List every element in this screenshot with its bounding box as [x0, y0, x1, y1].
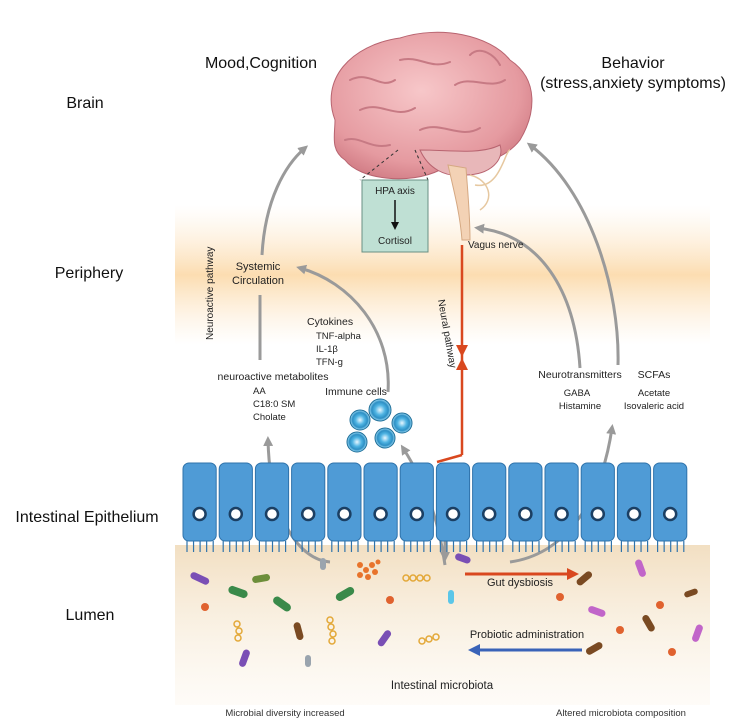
- epithelial-cell: [653, 462, 688, 542]
- cell-nucleus: [626, 506, 642, 522]
- cell-nucleus: [337, 506, 352, 522]
- epithelial-cell: [544, 462, 579, 542]
- epithelial-cell: [472, 462, 507, 542]
- lumen-band: [175, 545, 710, 705]
- row-label-lumen: Lumen: [66, 607, 115, 624]
- behavior-detail-label: (stress,anxiety symptoms): [540, 75, 726, 92]
- row-label-periphery: Periphery: [55, 265, 123, 282]
- scfas-title: SCFAs: [638, 369, 671, 381]
- behavior-label: Behavior: [601, 55, 665, 72]
- scfa-item: Isovaleric acid: [624, 401, 684, 412]
- cytokine-item: IL-1β: [316, 344, 338, 355]
- epithelial-cell: [218, 462, 253, 542]
- neural-pathway-line: [436, 245, 468, 464]
- cell-nucleus: [481, 506, 497, 522]
- cell-nucleus: [373, 506, 388, 522]
- scfa-item: Acetate: [638, 388, 670, 399]
- intestinal-microbiota-label: Intestinal microbiota: [391, 680, 494, 692]
- neurotransmitter-item: GABA: [564, 388, 591, 399]
- cell-nucleus: [264, 506, 280, 522]
- arrow-vagus-to-brain: [526, 142, 620, 366]
- epithelial-cell: [616, 462, 652, 542]
- mood-cognition-label: Mood,Cognition: [205, 55, 317, 72]
- epithelial-cell: [182, 462, 217, 542]
- cell-nucleus: [518, 506, 533, 522]
- metabolite-item: Cholate: [253, 412, 286, 423]
- altered-composition-label: Altered microbiota composition: [556, 708, 686, 719]
- hpa-guide-left: [359, 149, 399, 181]
- cytokines-title: Cytokines: [307, 316, 353, 328]
- epithelial-cell: [399, 462, 434, 542]
- vagus-nerve-label: Vagus nerve: [468, 240, 524, 251]
- epithelial-cell: [363, 462, 398, 542]
- immune-cells-label: Immune cells: [325, 386, 387, 398]
- gut-dysbiosis-label: Gut dysbiosis: [487, 577, 554, 589]
- cell-nucleus: [300, 506, 316, 522]
- cell-nucleus: [662, 506, 678, 522]
- cytokine-item: TFN-g: [316, 357, 343, 368]
- cell-nucleus: [192, 506, 207, 522]
- hpa-axis-label: HPA axis: [375, 186, 415, 197]
- cytokine-item: TNF-alpha: [316, 331, 362, 342]
- epithelial-cell: [435, 462, 471, 542]
- arrow-immune-to-systemic: [296, 264, 390, 393]
- probiotic-label: Probiotic administration: [470, 629, 584, 641]
- systemic-label-1: Systemic: [236, 261, 281, 273]
- brain-illustration: [330, 31, 533, 241]
- cell-nucleus: [554, 506, 569, 522]
- epithelial-cell: [508, 462, 543, 542]
- cell-nucleus: [590, 506, 606, 522]
- diversity-increased-label: Microbial diversity increased: [225, 708, 344, 719]
- cell-nucleus: [228, 506, 244, 522]
- metabolite-item: AA: [253, 386, 266, 397]
- neuroactive-pathway-label: Neuroactive pathway: [205, 247, 216, 340]
- epithelium-cells: [182, 462, 688, 552]
- metabolites-title: neuroactive metabolites: [218, 371, 329, 383]
- epithelial-cell: [254, 462, 290, 542]
- neurotransmitters-title: Neurotransmitters: [538, 369, 621, 381]
- immune-cells: [346, 398, 413, 453]
- cortisol-label: Cortisol: [378, 236, 412, 247]
- neurotransmitter-item: Histamine: [559, 401, 601, 412]
- systemic-label-2: Circulation: [232, 275, 284, 287]
- cell-nucleus: [445, 506, 461, 522]
- metabolite-item: C18:0 SM: [253, 399, 295, 410]
- cell-nucleus: [409, 506, 425, 522]
- epithelial-cell: [327, 462, 362, 542]
- arrow-neurotransmitters-to-vagus: [474, 223, 582, 369]
- microbes: [190, 553, 703, 667]
- epithelial-cell: [291, 462, 326, 542]
- epithelial-cell: [580, 462, 615, 542]
- arrow-systemic-to-brain: [260, 145, 309, 256]
- row-label-epithelium: Intestinal Epithelium: [15, 509, 158, 526]
- row-label-brain: Brain: [66, 95, 103, 112]
